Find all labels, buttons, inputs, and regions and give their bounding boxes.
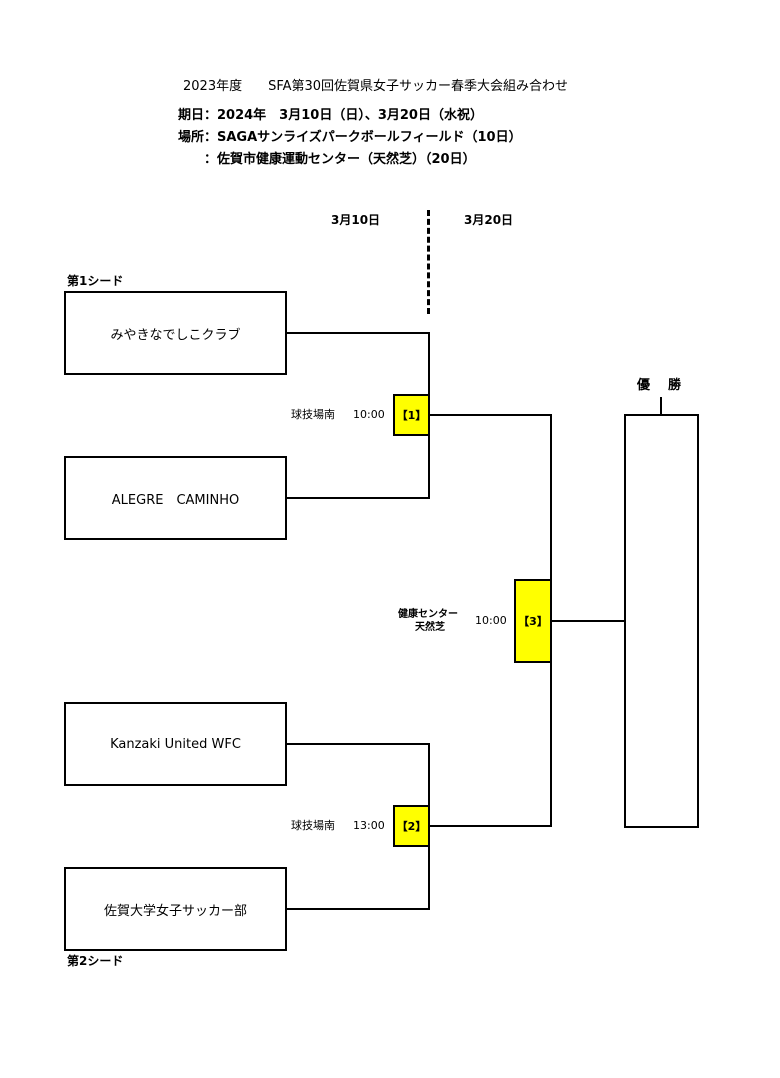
match-2-box: 【2】 [393, 805, 430, 847]
venue-day1: 場所：SAGAサンライズパークボールフィールド（10日） [178, 130, 522, 145]
tournament-dates: 期日：2024年 3月10日（日）、3月20日（水祝） [178, 108, 483, 123]
team-name: Kanzaki United WFC [110, 736, 241, 752]
match-1-venue: 球技場南 [291, 408, 335, 421]
match-1-box: 【1】 [393, 394, 430, 436]
tournament-title: 2023年度 SFA第30回佐賀県女子サッカー春季大会組み合わせ [183, 79, 569, 94]
team-box-2: ALEGRE CAMINHO [64, 456, 287, 540]
match-2-time: 13:00 [353, 819, 385, 832]
match-3-venue: 健康センター [398, 609, 458, 620]
match-3-box: 【3】 [514, 579, 552, 663]
bracket-line [287, 497, 430, 499]
bracket-line [428, 414, 552, 416]
bracket-line [287, 743, 430, 745]
round2-date: 3月20日 [464, 213, 514, 227]
first-seed-label: 第1シード [67, 274, 124, 288]
match-3-venue-sub: 天然芝 [415, 622, 445, 633]
team-name: ALEGRE CAMINHO [111, 492, 240, 508]
champion-box [624, 414, 699, 828]
bracket-line [287, 908, 430, 910]
team-name: みやきなでしこクラブ [110, 327, 241, 343]
match-1-time: 10:00 [353, 408, 385, 421]
round-divider [427, 210, 430, 314]
bracket-line [660, 397, 662, 415]
match-id: 【1】 [396, 409, 427, 422]
bracket-line [550, 620, 626, 622]
team-box-1: みやきなでしこクラブ [64, 291, 287, 375]
team-name: 佐賀大学女子サッカー部 [103, 903, 247, 919]
round1-date: 3月10日 [331, 213, 381, 227]
match-id: 【2】 [396, 820, 427, 833]
team-box-4: 佐賀大学女子サッカー部 [64, 867, 287, 951]
bracket-line [287, 332, 430, 334]
second-seed-label: 第2シード [67, 954, 124, 968]
bracket-line [428, 825, 552, 827]
team-box-3: Kanzaki United WFC [64, 702, 287, 786]
match-2-venue: 球技場南 [291, 819, 335, 832]
match-id: 【3】 [518, 615, 548, 628]
match-3-time: 10:00 [475, 614, 507, 627]
champion-label: 優勝 [637, 378, 700, 393]
venue-day2: ：佐賀市健康運動センター（天然芝）（20日） [204, 152, 476, 167]
